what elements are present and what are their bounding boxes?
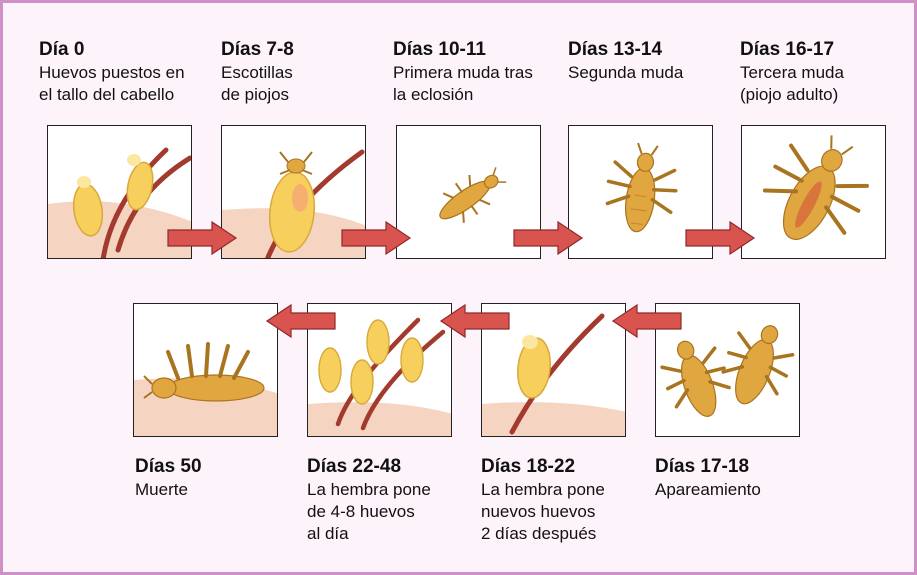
arrow-right-icon bbox=[341, 220, 412, 256]
panel-adult-louse bbox=[741, 125, 886, 259]
adult-louse-icon bbox=[762, 135, 869, 240]
panel-eggs-on-hair bbox=[47, 125, 192, 259]
arrow-right-icon bbox=[685, 220, 756, 256]
dead-louse-icon bbox=[134, 342, 277, 436]
stage-label-days-10-11: Días 10-11 Primera muda tras la eclosión bbox=[393, 39, 533, 104]
arrow-left-icon bbox=[265, 303, 336, 339]
arrow-right-1 bbox=[166, 220, 238, 256]
arrow-right-icon bbox=[167, 220, 238, 256]
panel-mating bbox=[655, 303, 800, 437]
stage-label-days-7-8: Días 7-8 Escotillas de piojos bbox=[221, 39, 294, 104]
nymph-small-icon bbox=[439, 167, 507, 223]
arrow-right-4 bbox=[684, 220, 756, 256]
egg-hatching-icon bbox=[222, 149, 365, 258]
panel-many-eggs bbox=[307, 303, 452, 437]
mating-lice-icon bbox=[660, 325, 795, 417]
arrow-left-icon bbox=[611, 303, 682, 339]
arrow-left-icon bbox=[439, 303, 510, 339]
stage-label-days-16-17: Días 16-17 Tercera muda (piojo adulto) bbox=[740, 39, 844, 104]
panel-death bbox=[133, 303, 278, 437]
stage-label-days-17-18: Días 17-18 Apareamiento bbox=[655, 456, 761, 499]
eggs-on-hair-icon bbox=[48, 147, 191, 258]
stage-label-days-22-48: Días 22-48 La hembra pone de 4-8 huevos … bbox=[307, 456, 431, 543]
panel-second-molt bbox=[568, 125, 713, 259]
many-eggs-on-hair-icon bbox=[308, 317, 451, 436]
arrow-left-1 bbox=[611, 303, 683, 339]
arrow-right-2 bbox=[340, 220, 412, 256]
arrow-left-2 bbox=[439, 303, 511, 339]
stage-label-days-13-14: Días 13-14 Segunda muda bbox=[568, 39, 684, 82]
arrow-left-3 bbox=[265, 303, 337, 339]
arrow-right-icon bbox=[513, 220, 584, 256]
stage-label-days-50: Días 50 Muerte bbox=[135, 456, 202, 499]
stage-label-day-0: Día 0 Huevos puestos en el tallo del cab… bbox=[39, 39, 185, 104]
single-egg-on-hair-icon bbox=[482, 313, 625, 436]
nymph-medium-icon bbox=[605, 142, 678, 233]
stage-label-days-18-22: Días 18-22 La hembra pone nuevos huevos … bbox=[481, 456, 605, 543]
arrow-right-3 bbox=[512, 220, 584, 256]
